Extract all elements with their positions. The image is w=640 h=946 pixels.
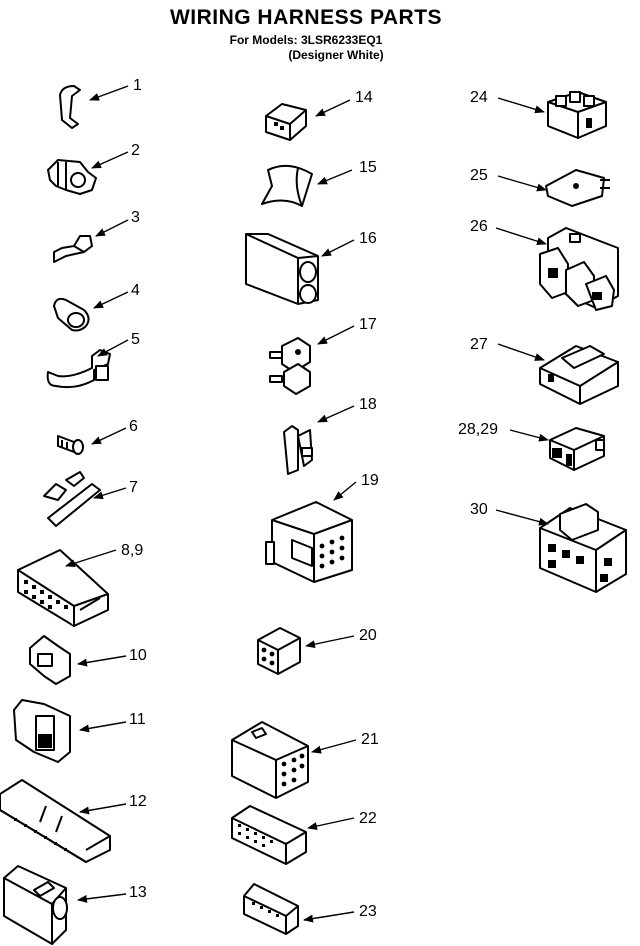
callout-27: 27 [470,336,488,353]
callout-2: 2 [131,142,140,159]
part-6-screw [57,435,84,455]
part-28-29-connector [549,427,605,471]
callout-7: 7 [129,479,138,496]
part-3-clip [53,235,93,263]
part-21-connector [231,721,309,799]
color-subtitle: (Designer White) [288,48,384,62]
callout-10: 10 [129,647,147,664]
callout-20: 20 [359,627,377,644]
callout-11: 11 [129,711,146,728]
callout-15: 15 [359,159,377,176]
callout-16: 16 [359,230,377,247]
callout-labels: 1 2 3 4 5 6 7 8,9 10 11 12 13 14 15 16 1… [121,77,498,920]
part-12-terminal-block [0,779,111,863]
page-title: WIRING HARNESS PARTS [169,6,443,29]
callout-28-29: 28,29 [458,421,498,438]
part-13-housing [3,865,68,945]
callout-21: 21 [361,731,379,748]
part-10-connector [29,635,71,685]
part-11-connector [13,699,71,763]
callout-14: 14 [355,89,373,106]
callout-17: 17 [359,316,377,333]
part-22-connector [231,805,307,865]
part-16-connector [245,233,319,305]
part-1-clip [59,85,81,129]
callout-30: 30 [470,501,488,518]
callout-22: 22 [359,810,377,827]
part-23-connector [243,883,299,935]
part-17-connector [269,337,311,395]
part-18-clip [283,425,313,475]
callout-8-9: 8,9 [121,542,143,559]
part-30-assembly [539,503,627,593]
callout-26: 26 [470,218,488,235]
part-24-connector [547,91,607,139]
part-2-clamp [47,159,97,195]
callout-5: 5 [131,331,140,348]
callout-24: 24 [470,89,488,106]
callout-13: 13 [129,884,147,901]
part-7-strain-relief [43,471,101,527]
part-26-assembly [539,227,619,311]
callout-3: 3 [131,209,140,226]
part-8-9-connector [17,549,109,627]
part-19-connector [265,501,353,583]
part-5-clamp [46,349,111,389]
part-14-connector [265,103,307,141]
leader-lines [65,85,549,923]
part-20-connector [257,627,301,675]
part-25-board [545,169,610,207]
callout-19: 19 [361,472,379,489]
callout-18: 18 [359,396,377,413]
callout-25: 25 [470,167,488,184]
callout-6: 6 [129,418,138,435]
callout-23: 23 [359,903,377,920]
part-27-connector [539,345,619,405]
callout-12: 12 [129,793,147,810]
callout-4: 4 [131,282,140,299]
part-15-sleeve [261,164,313,207]
part-4-grommet [53,297,90,332]
callout-1: 1 [133,77,142,94]
models-subtitle: For Models: 3LSR6233EQ1 [229,33,383,47]
